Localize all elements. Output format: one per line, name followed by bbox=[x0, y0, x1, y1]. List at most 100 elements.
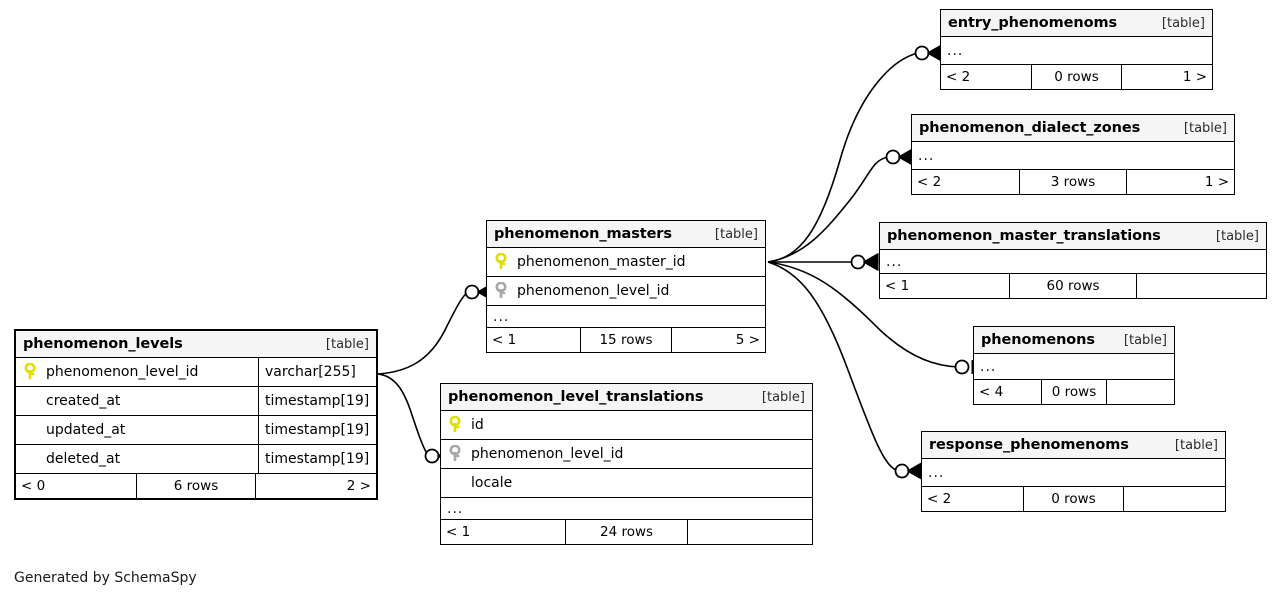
table-tag: [table] bbox=[761, 389, 805, 405]
table-entry-phenomenoms[interactable]: entry_phenomenoms [table] ... < 2 0 rows… bbox=[940, 9, 1213, 90]
footer-parent-count: < 0 bbox=[21, 478, 46, 494]
marker-zero-phenomenons bbox=[954, 359, 970, 375]
marker-zero-response-phenomenoms bbox=[894, 463, 910, 479]
table-row[interactable]: phenomenon_master_id bbox=[487, 248, 765, 277]
table-row[interactable]: phenomenon_level_id bbox=[487, 277, 765, 306]
column-name: phenomenon_level_id bbox=[517, 283, 670, 299]
column-name: phenomenon_level_id bbox=[46, 364, 199, 380]
primary-key-icon bbox=[22, 363, 38, 381]
footer-child-count bbox=[1137, 274, 1266, 298]
table-row[interactable]: id bbox=[441, 411, 812, 440]
table-footer: < 1 60 rows bbox=[880, 274, 1266, 298]
foreign-key-icon bbox=[447, 445, 463, 463]
table-phenomenon-level-translations[interactable]: phenomenon_level_translations [table] id bbox=[440, 383, 813, 545]
table-title: phenomenon_levels bbox=[23, 336, 183, 352]
table-title: phenomenon_dialect_zones bbox=[919, 120, 1141, 136]
table-row[interactable]: deleted_at timestamp[19] bbox=[16, 445, 376, 474]
footer-parent-count: < 2 bbox=[917, 174, 942, 190]
table-tag: [table] bbox=[1161, 15, 1205, 31]
footer-row-count: 24 rows bbox=[564, 520, 689, 544]
table-phenomenons[interactable]: phenomenons [table] ... < 4 0 rows bbox=[973, 326, 1175, 405]
table-response-phenomenoms[interactable]: response_phenomenoms [table] ... < 2 0 r… bbox=[921, 431, 1226, 512]
table-row[interactable]: locale bbox=[441, 469, 812, 498]
table-tag: [table] bbox=[1183, 120, 1227, 136]
column-type: varchar[255] bbox=[258, 358, 376, 386]
table-header: phenomenon_dialect_zones [table] bbox=[912, 115, 1234, 142]
table-title: phenomenons bbox=[981, 332, 1095, 348]
table-phenomenon-dialect-zones[interactable]: phenomenon_dialect_zones [table] ... < 2… bbox=[911, 114, 1235, 195]
column-name: locale bbox=[471, 475, 513, 491]
table-title: phenomenon_master_translations bbox=[887, 228, 1161, 244]
primary-key-icon bbox=[493, 253, 509, 271]
footer-row-count: 15 rows bbox=[579, 328, 673, 352]
footer-parent-count: < 2 bbox=[946, 69, 971, 85]
footer-child-count bbox=[1107, 380, 1174, 404]
footer-parent-count: < 1 bbox=[885, 278, 910, 294]
footer-parent-count: < 2 bbox=[927, 491, 952, 507]
column-name: id bbox=[471, 417, 484, 433]
edge-levels-to-masters bbox=[377, 291, 469, 375]
table-title: phenomenon_masters bbox=[494, 226, 672, 242]
column-type: timestamp[19] bbox=[258, 387, 376, 415]
more-columns-indicator: ... bbox=[922, 459, 1225, 487]
marker-zero-entry-phenomenoms bbox=[914, 45, 930, 61]
table-header: entry_phenomenoms [table] bbox=[941, 10, 1212, 37]
more-columns-indicator: ... bbox=[487, 306, 765, 328]
table-tag: [table] bbox=[1123, 332, 1167, 348]
table-row[interactable]: phenomenon_level_id varchar[255] bbox=[16, 358, 376, 387]
table-tag: [table] bbox=[1215, 228, 1259, 244]
table-phenomenon-levels[interactable]: phenomenon_levels [table] phenomenon_lev… bbox=[14, 329, 378, 500]
more-columns-indicator: ... bbox=[912, 142, 1234, 170]
footer-row-count: 3 rows bbox=[1019, 170, 1127, 194]
marker-zero-dialect-zones bbox=[885, 149, 901, 165]
footer-parent-count: < 4 bbox=[979, 384, 1004, 400]
table-footer: < 2 0 rows 1 > bbox=[941, 65, 1212, 89]
table-row[interactable]: created_at timestamp[19] bbox=[16, 387, 376, 416]
table-header: phenomenon_level_translations [table] bbox=[441, 384, 812, 411]
generated-by-label: Generated by SchemaSpy bbox=[14, 570, 197, 586]
foreign-key-icon bbox=[493, 282, 509, 300]
footer-row-count: 60 rows bbox=[1008, 274, 1138, 298]
edge-masters-to-dialect-zones bbox=[767, 156, 889, 263]
table-footer: < 0 6 rows 2 > bbox=[16, 474, 376, 498]
table-footer: < 2 3 rows 1 > bbox=[912, 170, 1234, 194]
footer-child-count bbox=[1124, 487, 1225, 511]
column-name: phenomenon_master_id bbox=[517, 254, 686, 270]
table-header: phenomenon_masters [table] bbox=[487, 221, 765, 248]
footer-parent-count: < 1 bbox=[492, 332, 517, 348]
table-tag: [table] bbox=[714, 226, 758, 242]
table-footer: < 4 0 rows bbox=[974, 380, 1174, 404]
column-name: phenomenon_level_id bbox=[471, 446, 624, 462]
table-phenomenon-masters[interactable]: phenomenon_masters [table] phenomenon_ma… bbox=[486, 220, 766, 353]
column-type: timestamp[19] bbox=[258, 445, 376, 473]
more-columns-indicator: ... bbox=[441, 498, 812, 520]
more-columns-indicator: ... bbox=[941, 37, 1212, 65]
column-name: deleted_at bbox=[46, 451, 121, 467]
footer-child-count: 1 > bbox=[1182, 69, 1208, 85]
footer-child-count: 5 > bbox=[735, 332, 760, 348]
table-header: phenomenon_levels [table] bbox=[16, 331, 376, 358]
footer-child-count: 2 > bbox=[346, 478, 371, 494]
column-type: timestamp[19] bbox=[258, 416, 376, 444]
table-row[interactable]: phenomenon_level_id bbox=[441, 440, 812, 469]
column-name: updated_at bbox=[46, 422, 126, 438]
table-title: entry_phenomenoms bbox=[948, 15, 1118, 31]
column-name: created_at bbox=[46, 393, 121, 409]
table-header: phenomenon_master_translations [table] bbox=[880, 223, 1266, 250]
table-header: phenomenons [table] bbox=[974, 327, 1174, 354]
table-footer: < 2 0 rows bbox=[922, 487, 1225, 511]
table-header: response_phenomenoms [table] bbox=[922, 432, 1225, 459]
table-phenomenon-master-translations[interactable]: phenomenon_master_translations [table] .… bbox=[879, 222, 1267, 299]
table-footer: < 1 15 rows 5 > bbox=[487, 328, 765, 352]
footer-row-count: 0 rows bbox=[1031, 65, 1122, 89]
more-columns-indicator: ... bbox=[880, 250, 1266, 274]
marker-zero-level-translations bbox=[424, 448, 440, 464]
table-title: phenomenon_level_translations bbox=[448, 389, 704, 405]
marker-zero-masters bbox=[464, 284, 480, 300]
footer-child-count: 1 > bbox=[1204, 174, 1230, 190]
footer-row-count: 0 rows bbox=[1023, 487, 1124, 511]
footer-row-count: 6 rows bbox=[136, 474, 256, 498]
table-row[interactable]: updated_at timestamp[19] bbox=[16, 416, 376, 445]
footer-row-count: 0 rows bbox=[1040, 380, 1108, 404]
